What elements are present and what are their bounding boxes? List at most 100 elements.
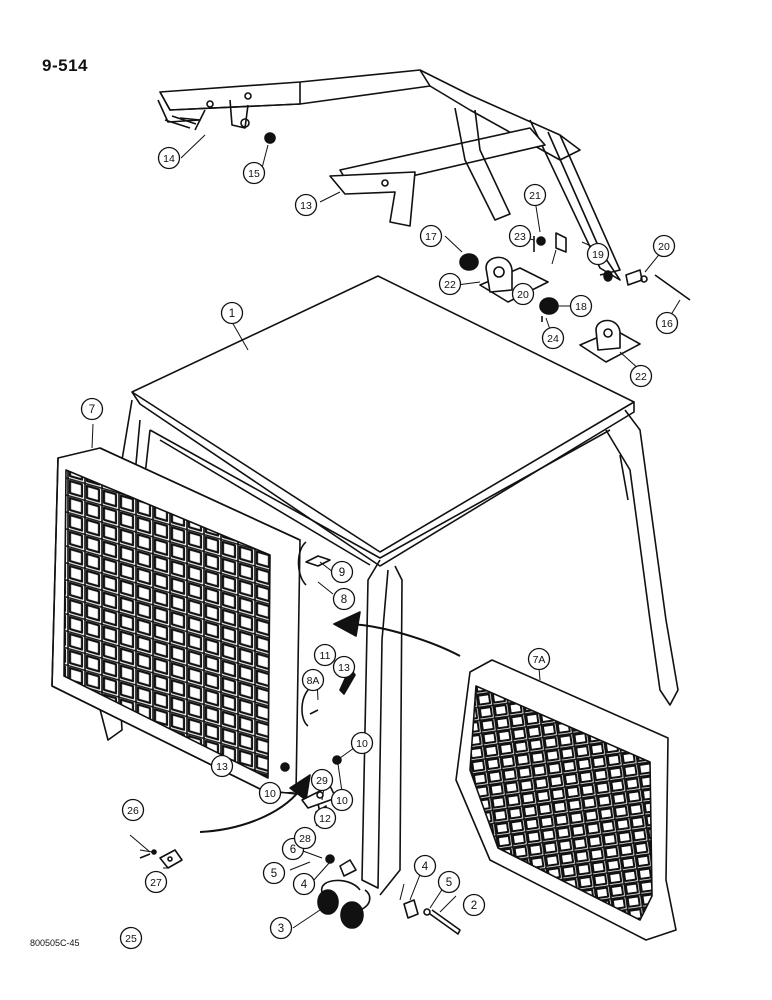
callout-circle <box>437 870 461 894</box>
callout-circle <box>586 242 610 266</box>
callout-circle <box>569 294 593 318</box>
callout-circle <box>330 560 354 584</box>
callout-20: 20 <box>511 282 535 306</box>
callout-15: 15 <box>242 161 266 185</box>
callout-label: 8A <box>307 675 320 687</box>
callout-10: 10 <box>258 781 282 805</box>
callout-label: 26 <box>127 805 139 817</box>
callout-26: 26 <box>121 798 145 822</box>
callout-label: 13 <box>216 761 228 773</box>
callout-label: 27 <box>150 877 162 889</box>
callout-8: 8 <box>332 587 356 611</box>
callout-label: 7A <box>533 654 546 666</box>
callout-circle <box>210 754 234 778</box>
callout-circle <box>541 326 565 350</box>
callout-circle <box>332 587 356 611</box>
callout-4: 4 <box>292 872 316 896</box>
callout-circle <box>313 643 337 667</box>
callout-circle <box>310 768 334 792</box>
callout-label: 9 <box>339 567 345 579</box>
callout-label: 29 <box>316 775 328 787</box>
callout-label: 23 <box>514 231 526 243</box>
callout-circle <box>292 872 316 896</box>
callout-29: 29 <box>310 768 334 792</box>
callout-circle <box>523 183 547 207</box>
callout-circle <box>313 806 337 830</box>
callout-19: 19 <box>586 242 610 266</box>
callout-label: 22 <box>635 371 647 383</box>
callout-label: 24 <box>547 333 559 345</box>
callout-circle <box>527 647 551 671</box>
callout-4: 4 <box>413 854 437 878</box>
callout-circle <box>629 364 653 388</box>
callout-label: 13 <box>338 662 350 674</box>
callout-23: 23 <box>508 224 532 248</box>
callout-7: 7 <box>80 397 104 421</box>
callout-circle <box>121 798 145 822</box>
callout-label: 21 <box>529 190 541 202</box>
callout-circle <box>262 861 286 885</box>
callout-5: 5 <box>262 861 286 885</box>
callout-8A: 8A <box>301 668 325 692</box>
callout-circle <box>438 272 462 296</box>
callout-label: 6 <box>290 844 296 856</box>
callout-label: 1 <box>229 308 235 320</box>
callout-22: 22 <box>629 364 653 388</box>
callout-label: 20 <box>658 241 670 253</box>
callout-label: 15 <box>248 168 260 180</box>
callout-label: 13 <box>300 200 312 212</box>
callout-9: 9 <box>330 560 354 584</box>
callout-13: 13 <box>294 193 318 217</box>
callout-12: 12 <box>313 806 337 830</box>
callout-label: 18 <box>575 301 587 313</box>
callout-7A: 7A <box>527 647 551 671</box>
callout-circle <box>144 870 168 894</box>
callout-circle <box>655 311 679 335</box>
callout-circle <box>332 655 356 679</box>
callout-21: 21 <box>523 183 547 207</box>
front-screen <box>51 447 301 795</box>
callout-label: 11 <box>320 650 331 662</box>
callout-18: 18 <box>569 294 593 318</box>
callout-circle <box>258 781 282 805</box>
callout-circle <box>301 668 325 692</box>
callout-14: 14 <box>157 146 181 170</box>
callout-label: 5 <box>446 877 452 889</box>
callout-10: 10 <box>330 788 354 812</box>
callout-2: 2 <box>462 893 486 917</box>
callout-13: 13 <box>332 655 356 679</box>
rear-screen <box>455 659 677 941</box>
callout-20: 20 <box>652 234 676 258</box>
callout-label: 17 <box>425 231 437 243</box>
assembly-arrows <box>199 611 461 833</box>
callout-16: 16 <box>655 311 679 335</box>
callout-label: 14 <box>163 153 175 165</box>
callout-circle <box>269 916 293 940</box>
callout-label: 4 <box>422 861 429 873</box>
callout-circle <box>80 397 104 421</box>
callout-circle <box>293 826 317 850</box>
rear-support-frame <box>157 69 621 281</box>
callout-label: 28 <box>299 833 311 845</box>
callout-label: 10 <box>356 738 368 750</box>
page-number: 9-514 <box>42 56 88 75</box>
callout-label: 10 <box>264 788 276 800</box>
callout-label: 7 <box>89 404 95 416</box>
callout-circle <box>508 224 532 248</box>
callout-circle <box>157 146 181 170</box>
callout-circle <box>330 788 354 812</box>
callout-circle <box>652 234 676 258</box>
callout-circle <box>419 224 443 248</box>
mounting-brackets <box>459 232 691 363</box>
callout-24: 24 <box>541 326 565 350</box>
callout-5: 5 <box>437 870 461 894</box>
callout-11: 11 <box>313 643 337 667</box>
callout-label: 22 <box>444 279 456 291</box>
callout-label: 4 <box>301 879 308 891</box>
callout-17: 17 <box>419 224 443 248</box>
callout-13: 13 <box>210 754 234 778</box>
callout-label: 16 <box>661 318 673 330</box>
